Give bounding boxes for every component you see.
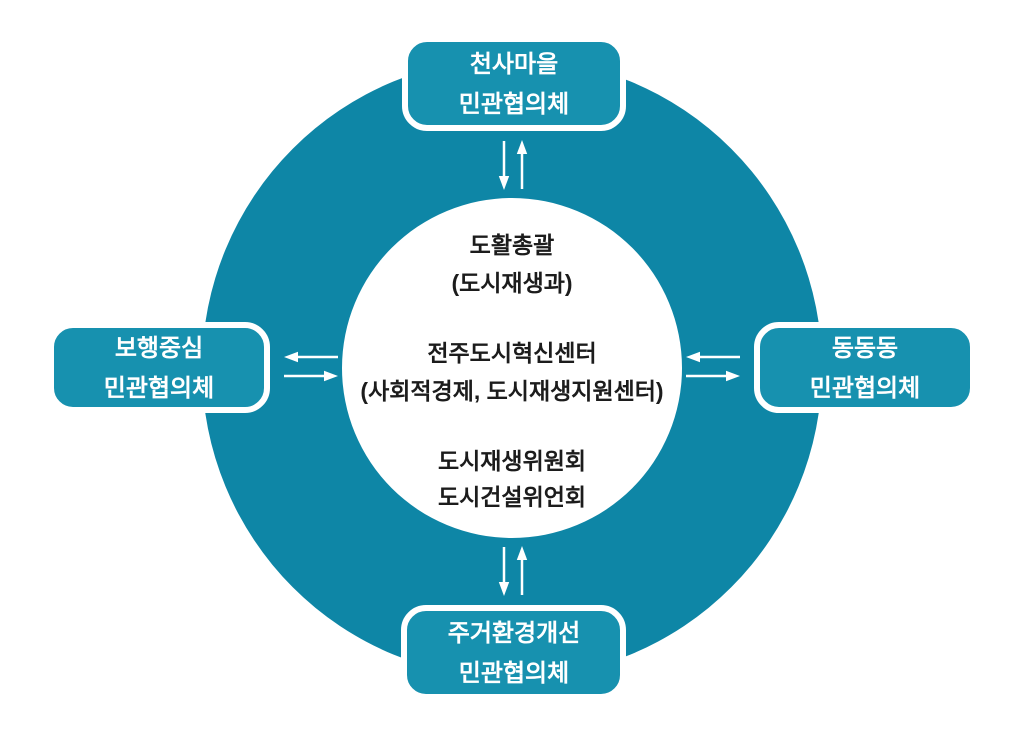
node-bottom-box — [401, 605, 626, 700]
arrow-pair-bottom — [498, 546, 528, 596]
arrow-pair-top — [498, 140, 528, 190]
down-arrow-icon — [498, 547, 510, 596]
center-line-dosijaesaenggwa: (도시재생과) — [451, 270, 572, 296]
node-top-label-line2: 민관협의체 — [459, 91, 569, 118]
node-right-label-line1: 동동동 — [832, 335, 898, 362]
node-right: 동동동 민관협의체 — [754, 322, 976, 413]
node-top-box — [402, 36, 626, 131]
node-bottom: 주거환경개선 민관협의체 — [401, 605, 626, 700]
node-left: 보행중심 민관협의체 — [48, 322, 270, 413]
node-left-box — [48, 322, 270, 413]
right-arrow-icon — [686, 370, 740, 382]
up-arrow-icon — [516, 546, 528, 595]
right-arrow-icon — [284, 370, 338, 382]
center-line-construction-committee: 도시건설위언회 — [438, 484, 586, 510]
node-top-label-line1: 천사마을 — [470, 51, 558, 78]
center-line-dohwal: 도활총괄 — [470, 232, 555, 258]
node-bottom-label-line1: 주거환경개선 — [448, 620, 580, 647]
node-top: 천사마을 민관협의체 — [402, 36, 626, 131]
governance-ring — [201, 57, 823, 679]
left-arrow-icon — [686, 351, 740, 363]
center-hub: 도활총괄 (도시재생과) 전주도시혁신센터 (사회적경제, 도시재생지원센터) … — [360, 232, 663, 510]
node-bottom-label-line2: 민관협의체 — [459, 660, 569, 687]
center-line-regeneration-committee: 도시재생위원회 — [438, 448, 586, 474]
center-line-innovation-center: 전주도시혁신센터 — [427, 340, 596, 366]
node-left-label-line1: 보행중심 — [115, 335, 203, 362]
up-arrow-icon — [516, 140, 528, 189]
left-arrow-icon — [284, 351, 338, 363]
node-right-box — [754, 322, 976, 413]
down-arrow-icon — [498, 141, 510, 190]
node-right-label-line2: 민관협의체 — [810, 375, 920, 402]
center-line-innovation-center-sub: (사회적경제, 도시재생지원센터) — [360, 378, 663, 404]
arrow-pair-left — [284, 351, 338, 382]
node-left-label-line2: 민관협의체 — [104, 375, 214, 402]
arrow-pair-right — [686, 351, 740, 382]
